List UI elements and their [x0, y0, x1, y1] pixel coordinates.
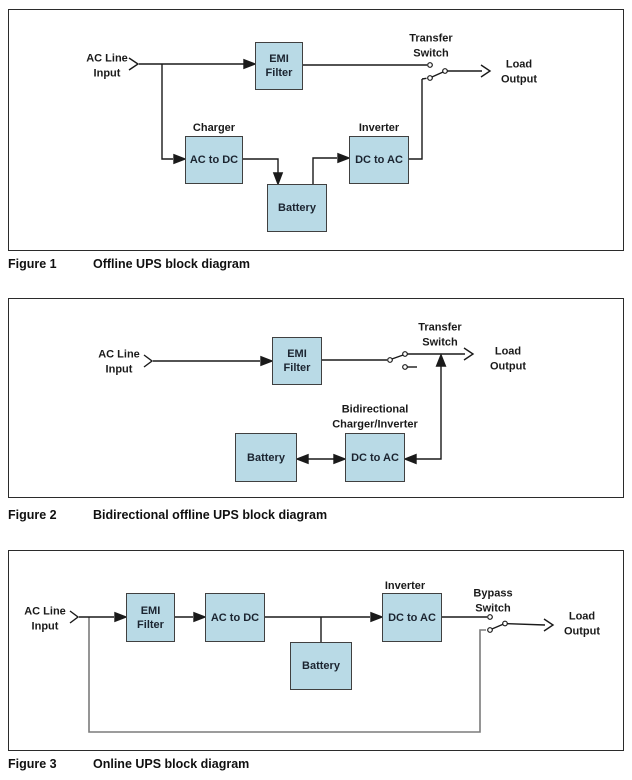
fig3-battery-block: Battery [290, 642, 352, 690]
fig1-ac-line-label-line2: Input [93, 67, 121, 79]
figure3-caption: Figure 3 Online UPS block diagram [8, 757, 249, 771]
fig3-bypass-label-line1: Bypass [473, 587, 513, 600]
fig2-load-output-label: Load Output [490, 345, 526, 374]
fig1-emi-text-line1: EMI [269, 53, 289, 65]
fig3-bypass-switch-label: Bypass Switch [473, 587, 512, 616]
fig1-battery-block: Battery [267, 184, 327, 232]
fig2-emi-text-line1: EMI [287, 348, 307, 360]
figure1-caption-title: Offline UPS block diagram [93, 257, 250, 271]
fig2-emi-filter-block: EMI Filter [272, 337, 322, 385]
fig2-transfer-label-line2: Switch [422, 336, 458, 348]
fig2-bidirectional-label-line2: Charger/Inverter [332, 418, 418, 430]
fig2-battery-block: Battery [235, 433, 297, 482]
fig2-load-label-line1: Load [494, 345, 522, 358]
fig1-transfer-label-line2: Switch [413, 47, 449, 59]
fig1-inverter-label: Inverter [358, 121, 400, 134]
fig1-emi-text-line2: Filter [265, 67, 293, 79]
fig1-ac-line-label-line1: AC Line [86, 52, 128, 65]
fig2-load-label-line2: Output [489, 360, 527, 372]
fig2-bidirectional-label: Bidirectional Charger/Inverter [332, 403, 418, 432]
fig1-ac-line-input-label: AC Line Input [86, 52, 128, 81]
fig2-bidirectional-label-line1: Bidirectional [341, 403, 409, 416]
fig3-ac-line-label-line2: Input [31, 620, 59, 632]
fig3-load-label-line2: Output [563, 625, 601, 637]
fig1-transfer-label-line1: Transfer [409, 32, 453, 45]
fig1-ac-to-dc-block: AC to DC [185, 136, 243, 184]
fig3-emi-text-line1: EMI [140, 604, 161, 617]
fig1-emi-filter-block: EMI Filter [255, 42, 303, 90]
fig1-load-output-label: Load Output [501, 58, 537, 87]
figure3-caption-number: Figure 3 [8, 757, 57, 771]
fig3-load-output-label: Load Output [564, 610, 600, 639]
fig1-charger-label: Charger [192, 121, 236, 134]
fig2-transfer-switch-label: Transfer Switch [418, 321, 461, 350]
fig3-ac-to-dc-block: AC to DC [205, 593, 265, 642]
fig3-ac-line-label-line1: AC Line [24, 605, 66, 618]
fig2-ac-line-input-label: AC Line Input [98, 348, 140, 377]
figure2-frame [8, 298, 624, 498]
figure1-caption: Figure 1 Offline UPS block diagram [8, 257, 250, 271]
fig3-bypass-label-line2: Switch [475, 602, 511, 614]
fig3-inverter-label: Inverter [384, 579, 426, 592]
fig3-load-label-line1: Load [568, 610, 596, 623]
fig1-load-label-line1: Load [505, 58, 533, 71]
figure2-caption-title: Bidirectional offline UPS block diagram [93, 508, 328, 522]
fig2-ac-line-label-line2: Input [105, 363, 133, 375]
fig3-emi-text-line2: Filter [137, 618, 164, 631]
figure1-caption-number: Figure 1 [8, 257, 57, 271]
fig3-ac-line-input-label: AC Line Input [24, 605, 66, 634]
fig2-dc-to-ac-block: DC to AC [345, 433, 405, 482]
figure2-caption-number: Figure 2 [8, 508, 57, 522]
fig3-dc-to-ac-block: DC to AC [382, 593, 442, 642]
fig2-ac-line-label-line1: AC Line [98, 348, 140, 361]
fig1-dc-to-ac-block: DC to AC [349, 136, 409, 184]
fig1-load-label-line2: Output [500, 73, 538, 85]
fig2-transfer-label-line1: Transfer [418, 321, 462, 334]
figure3-caption-title: Online UPS block diagram [93, 757, 250, 771]
fig3-emi-filter-block: EMI Filter [126, 593, 175, 642]
fig1-transfer-switch-label: Transfer Switch [409, 32, 452, 61]
figure2-caption: Figure 2 Bidirectional offline UPS block… [8, 508, 327, 522]
fig2-emi-text-line2: Filter [283, 362, 311, 374]
